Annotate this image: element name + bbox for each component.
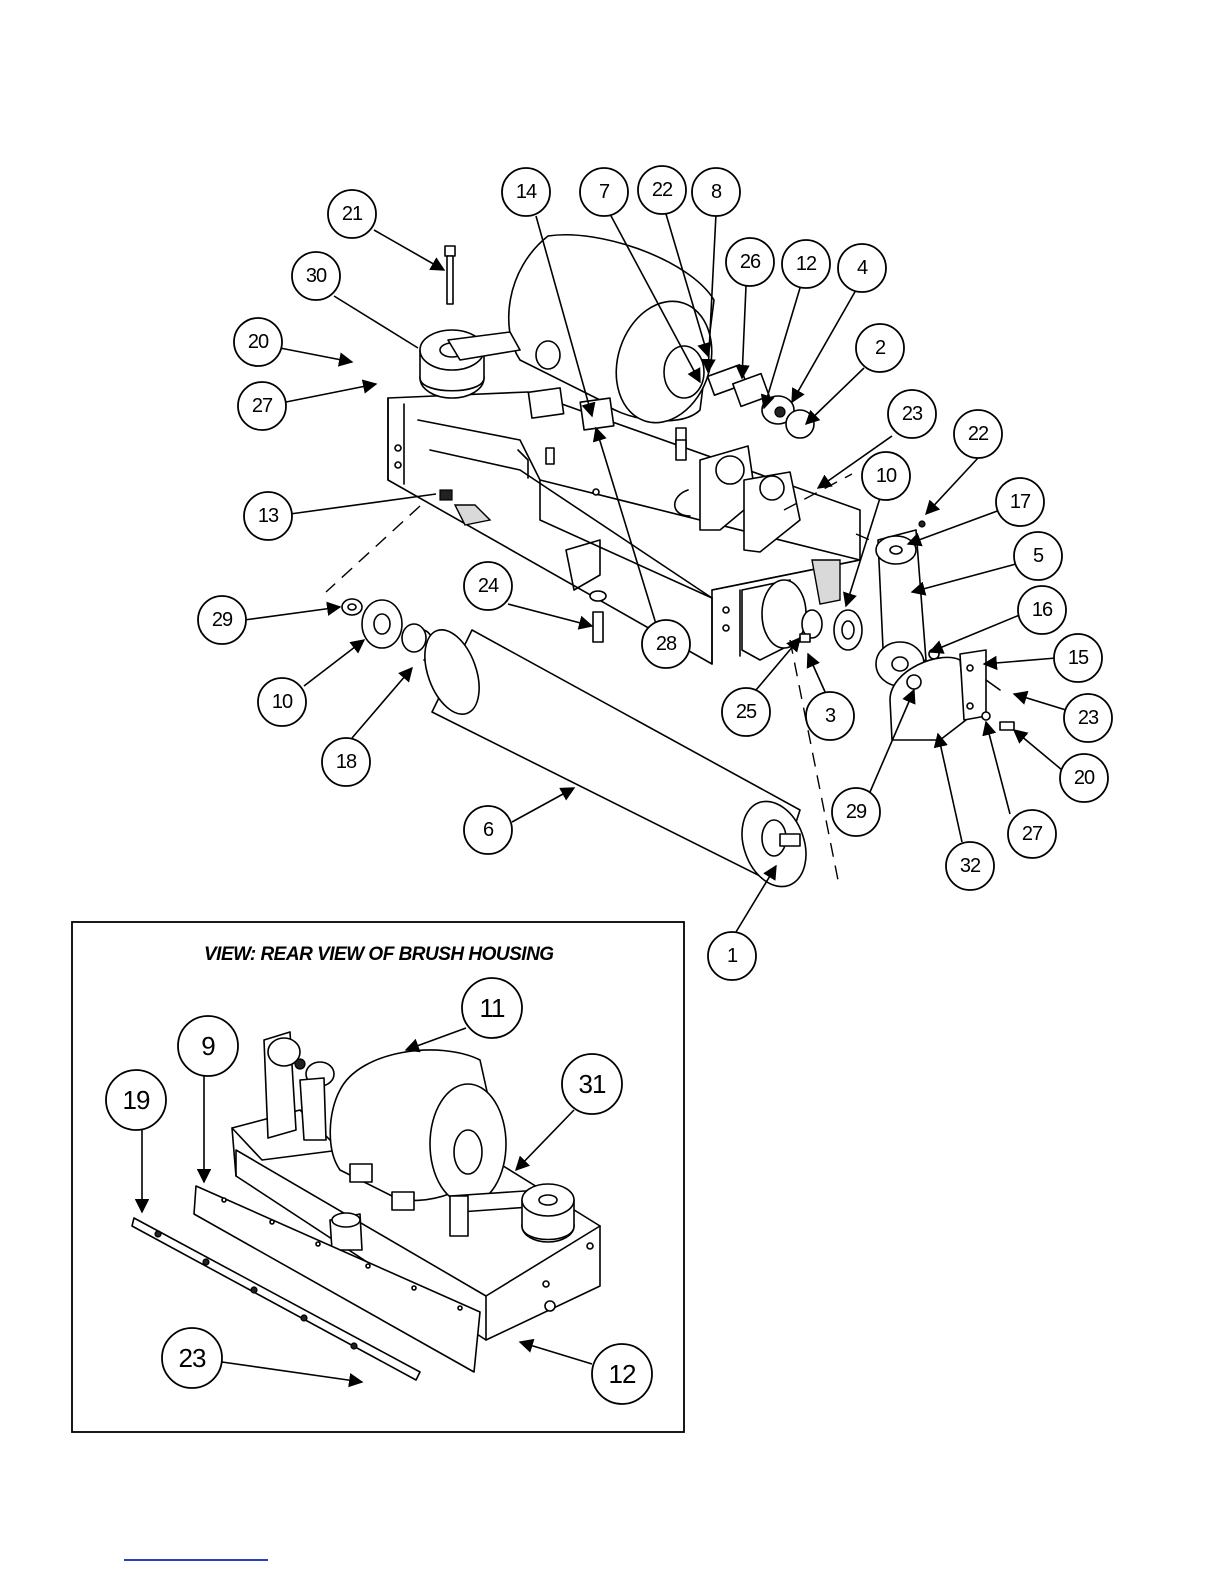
inset-callout-9: 9 <box>178 1016 238 1076</box>
brush-motor <box>509 235 727 435</box>
callout-15: 15 <box>1054 634 1102 682</box>
callout-22-right: 22 <box>954 410 1002 458</box>
callout-26: 26 <box>726 238 774 286</box>
svg-text:14: 14 <box>516 181 537 203</box>
callout-4: 4 <box>838 244 886 292</box>
svg-text:7: 7 <box>599 181 610 203</box>
svg-text:28: 28 <box>656 633 677 655</box>
svg-text:25: 25 <box>736 701 757 723</box>
callout-7: 7 <box>580 168 628 216</box>
svg-text:19: 19 <box>123 1085 150 1115</box>
svg-text:23: 23 <box>179 1343 206 1373</box>
callout-16: 16 <box>1018 586 1066 634</box>
bolt-21 <box>445 246 455 304</box>
svg-text:17: 17 <box>1010 491 1031 513</box>
callout-27-right: 27 <box>1008 810 1056 858</box>
svg-text:18: 18 <box>336 751 357 773</box>
callout-10-right: 10 <box>862 452 910 500</box>
callout-20-right: 20 <box>1060 754 1108 802</box>
inset-callout-11: 11 <box>462 978 522 1038</box>
inset-callout-31: 31 <box>562 1054 622 1114</box>
rear-view-inset: VIEW: REAR VIEW OF BRUSH HOUSING <box>72 922 684 1432</box>
svg-text:6: 6 <box>483 819 494 841</box>
callout-24: 24 <box>464 562 512 610</box>
callout-2: 2 <box>856 324 904 372</box>
callout-6: 6 <box>464 806 512 854</box>
svg-text:12: 12 <box>796 253 817 275</box>
callout-20: 20 <box>234 318 282 366</box>
brush-roller <box>414 622 817 895</box>
callout-12: 12 <box>782 240 830 288</box>
callout-21: 21 <box>328 190 376 238</box>
inset-callout-12: 12 <box>592 1344 652 1404</box>
callout-29: 29 <box>198 596 246 644</box>
callout-23-right: 23 <box>1064 694 1112 742</box>
svg-text:31: 31 <box>579 1069 606 1099</box>
svg-text:23: 23 <box>1078 707 1099 729</box>
svg-text:15: 15 <box>1068 647 1089 669</box>
svg-text:2: 2 <box>875 337 886 359</box>
right-coupling <box>800 610 862 650</box>
inset-title: VIEW: REAR VIEW OF BRUSH HOUSING <box>204 944 554 965</box>
svg-text:16: 16 <box>1032 599 1053 621</box>
callout-10: 10 <box>258 678 306 726</box>
inset-callout-23: 23 <box>162 1328 222 1388</box>
svg-text:13: 13 <box>258 505 279 527</box>
callout-22-top: 22 <box>638 166 686 214</box>
svg-text:12: 12 <box>609 1359 636 1389</box>
callout-25: 25 <box>722 688 770 736</box>
callout-17: 17 <box>996 478 1044 526</box>
motor-pulley <box>420 330 520 398</box>
callout-32: 32 <box>946 842 994 890</box>
callout-14: 14 <box>502 168 550 216</box>
svg-text:4: 4 <box>857 257 868 279</box>
svg-text:29: 29 <box>212 609 233 631</box>
svg-text:26: 26 <box>740 251 761 273</box>
callout-23-top: 23 <box>888 390 936 438</box>
callout-18: 18 <box>322 738 370 786</box>
svg-text:3: 3 <box>825 705 836 727</box>
inset-callout-19: 19 <box>106 1070 166 1130</box>
alignment-line-left <box>326 506 420 592</box>
callout-3: 3 <box>806 692 854 740</box>
callout-8: 8 <box>692 168 740 216</box>
callout-28: 28 <box>642 620 690 668</box>
callout-29-right: 29 <box>832 788 880 836</box>
svg-text:20: 20 <box>1074 767 1095 789</box>
main-exploded-view: 21 30 20 27 13 29 10 18 6 14 7 22 8 26 1… <box>198 166 1112 980</box>
svg-text:29: 29 <box>846 801 867 823</box>
callout-27: 27 <box>238 382 286 430</box>
svg-text:27: 27 <box>252 395 273 417</box>
svg-text:22: 22 <box>968 423 989 445</box>
svg-text:32: 32 <box>960 855 981 877</box>
svg-text:1: 1 <box>727 945 738 967</box>
callout-30: 30 <box>292 252 340 300</box>
svg-text:10: 10 <box>272 691 293 713</box>
callout-13: 13 <box>244 492 292 540</box>
callout-1: 1 <box>708 932 756 980</box>
svg-text:23: 23 <box>902 403 923 425</box>
left-bearing-set <box>342 599 433 660</box>
svg-text:9: 9 <box>201 1031 215 1061</box>
svg-text:10: 10 <box>876 465 897 487</box>
svg-text:21: 21 <box>342 203 363 225</box>
svg-text:30: 30 <box>306 265 327 287</box>
svg-text:24: 24 <box>478 575 499 597</box>
svg-text:22: 22 <box>652 179 673 201</box>
svg-text:11: 11 <box>480 993 506 1023</box>
svg-text:27: 27 <box>1022 823 1043 845</box>
svg-text:5: 5 <box>1033 545 1044 567</box>
callout-5: 5 <box>1014 532 1062 580</box>
svg-text:8: 8 <box>711 181 722 203</box>
svg-text:20: 20 <box>248 331 269 353</box>
